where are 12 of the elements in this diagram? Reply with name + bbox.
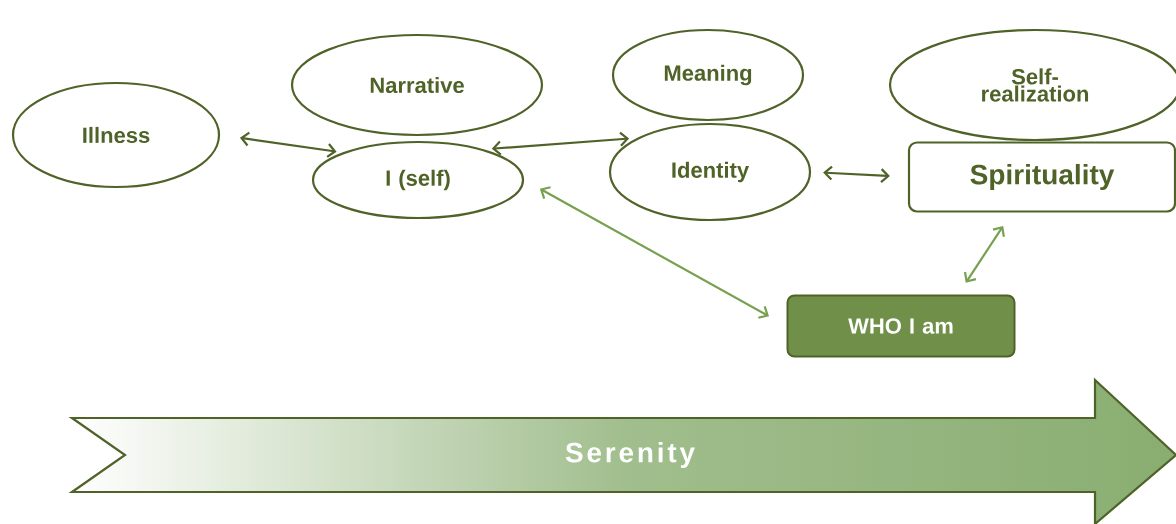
rounded-box: Spirituality — [907, 141, 1176, 213]
arrow — [963, 225, 1005, 283]
oval: Narrative — [290, 33, 544, 137]
oval: Identity — [608, 122, 812, 222]
oval: I (self) — [311, 140, 525, 220]
arrow — [491, 131, 630, 156]
arrow — [539, 186, 770, 319]
arrow — [823, 165, 890, 183]
oval: Illness — [11, 81, 221, 189]
oval: Meaning — [611, 28, 805, 122]
label-box: WHO I am — [786, 294, 1016, 358]
arrow — [239, 131, 337, 158]
